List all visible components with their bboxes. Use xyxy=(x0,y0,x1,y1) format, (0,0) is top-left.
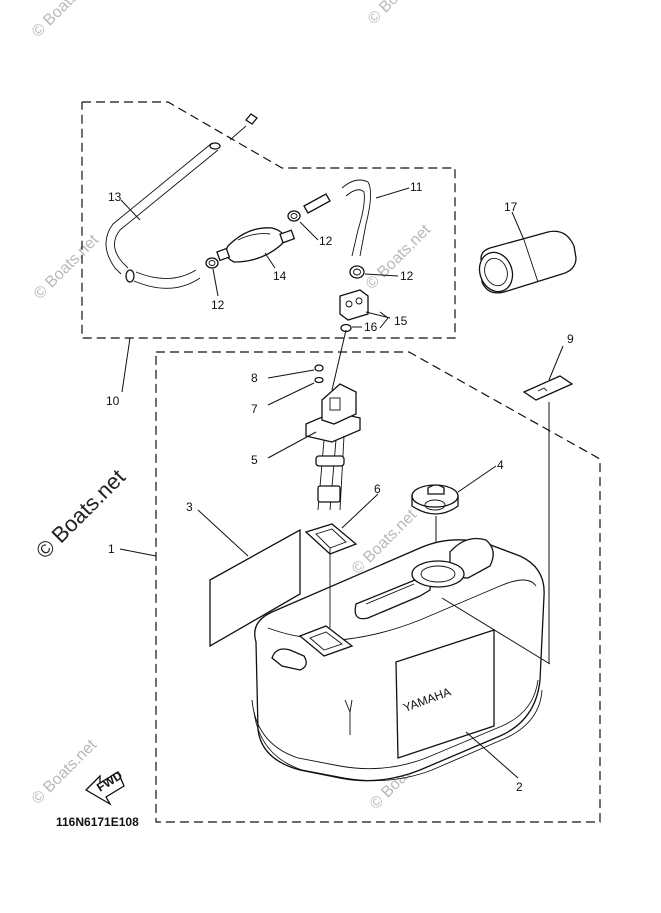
fuel-cap-4 xyxy=(411,465,497,566)
callout-16: 16 xyxy=(364,320,378,334)
callout-5: 5 xyxy=(251,453,258,467)
fuel-hose-11 xyxy=(341,179,371,257)
washer-7 xyxy=(267,376,324,406)
label-9 xyxy=(522,345,574,664)
callout-1: 1 xyxy=(108,542,115,556)
gasket-6 xyxy=(304,493,379,555)
primer-bulb-14 xyxy=(216,227,296,263)
callout-12-mid: 12 xyxy=(319,234,333,248)
fuel-line-group-outline xyxy=(81,101,456,339)
callout-9: 9 xyxy=(567,332,574,346)
diagram-code: 116N6171E108 xyxy=(56,815,139,829)
fwd-arrow-icon: FWD xyxy=(84,768,125,806)
watermark-text: © Boats.net xyxy=(29,0,101,41)
callout-7: 7 xyxy=(251,402,258,416)
watermark-text: © Boats.net xyxy=(365,0,437,28)
fuel-meter-5 xyxy=(267,329,361,511)
callout-17: 17 xyxy=(504,200,518,214)
callout-3: 3 xyxy=(186,500,193,514)
screw-8 xyxy=(267,364,324,379)
hose-clip-12-left xyxy=(205,257,219,269)
fuel-tank-2 xyxy=(251,537,551,782)
short-hose-piece xyxy=(303,193,331,214)
callout-4: 4 xyxy=(497,458,504,472)
callout-numbers: 1 2 3 4 5 6 7 8 9 10 11 12 12 12 13 14 1… xyxy=(106,180,574,794)
hose-cover-17 xyxy=(478,211,577,294)
hose-clip-12-mid xyxy=(287,210,301,222)
fuel-hose-13 xyxy=(105,142,221,289)
callout-15: 15 xyxy=(394,314,408,328)
callout-10: 10 xyxy=(106,394,120,408)
hose-fitting-top xyxy=(229,113,258,141)
callout-12-right: 12 xyxy=(400,269,414,283)
callout-14: 14 xyxy=(273,269,287,283)
callout-13: 13 xyxy=(108,190,122,204)
callout-11: 11 xyxy=(410,180,423,194)
label-3 xyxy=(197,509,301,648)
callout-12-left: 12 xyxy=(211,298,225,312)
hose-clip-12-right xyxy=(349,265,365,279)
callout-6: 6 xyxy=(374,482,381,496)
copyright-watermark: © Boats.net xyxy=(31,464,130,563)
watermark-text: © Boats.net xyxy=(363,221,435,293)
watermark-text: © Boats.net xyxy=(31,231,103,303)
fuel-tank-group-outline xyxy=(155,351,601,823)
callout-8: 8 xyxy=(251,371,258,385)
callout-2: 2 xyxy=(516,780,523,794)
joint-15 xyxy=(339,289,369,321)
watermark-text: © Boats.net xyxy=(29,736,101,808)
